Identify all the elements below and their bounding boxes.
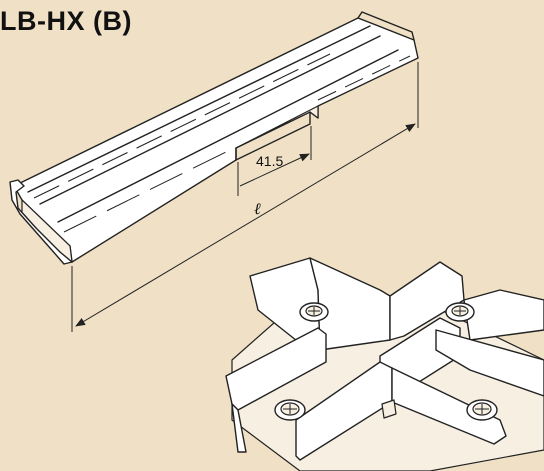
bracket-wall-front-left-end bbox=[231, 403, 247, 453]
bolt-bottom-right bbox=[466, 399, 498, 421]
bolt-top-right bbox=[445, 302, 475, 322]
rail-groove-c bbox=[317, 55, 411, 101]
bolt-top-left bbox=[299, 302, 329, 322]
length-dim-line bbox=[75, 123, 416, 327]
length-symbol-label: ℓ bbox=[254, 199, 261, 218]
notch-dimension-label: 41.5 bbox=[256, 153, 283, 169]
product-title: LB-HX (B) bbox=[0, 6, 132, 36]
rail-top-surface bbox=[13, 17, 419, 263]
bracket-center-block bbox=[381, 399, 397, 419]
bolt-bottom-left bbox=[274, 399, 306, 421]
rail-end-profile bbox=[9, 179, 73, 265]
rail-far-lip bbox=[357, 11, 415, 41]
bracket-wall-right-arm bbox=[463, 289, 544, 341]
rail-ridge-2 bbox=[39, 35, 381, 205]
rail-ridge-3 bbox=[57, 49, 399, 223]
rail-part bbox=[9, 11, 419, 265]
cross-bracket-part bbox=[225, 257, 544, 471]
bracket-wall-far-right bbox=[435, 329, 544, 397]
dimensions: 41.5 ℓ bbox=[71, 62, 419, 332]
